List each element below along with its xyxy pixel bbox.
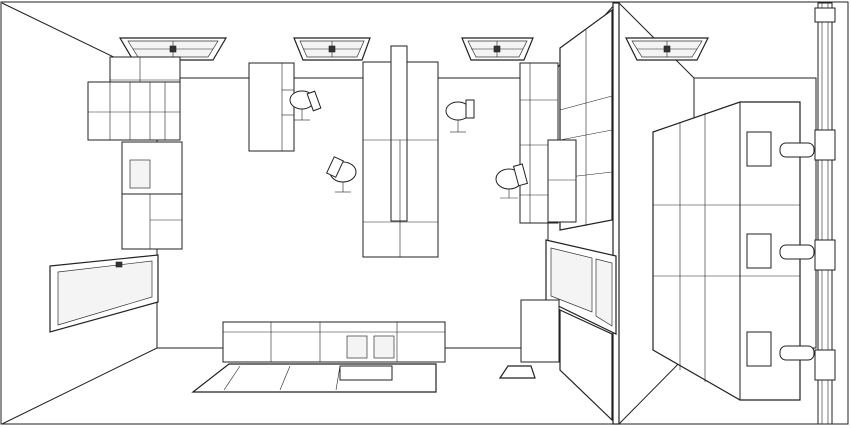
floor-drain — [498, 365, 536, 379]
equipment-rack — [652, 101, 815, 401]
chair-1 — [289, 90, 322, 121]
chair-3 — [445, 99, 475, 133]
chair-2 — [326, 156, 357, 193]
chair-4 — [495, 163, 529, 199]
back-wall — [156, 77, 549, 349]
right-room — [618, 2, 836, 425]
sink-1 — [346, 335, 368, 359]
ceiling-light-1 — [118, 37, 228, 61]
left-desk-body — [248, 62, 295, 152]
ceiling-light-2 — [293, 37, 371, 61]
right-wall-shelving — [547, 8, 613, 231]
chairs — [289, 90, 529, 199]
sink-bench-body — [222, 321, 446, 363]
island-reagent-shelf — [390, 45, 408, 222]
left-wall-cabinets — [87, 56, 183, 250]
floor-edge-left — [1, 347, 158, 425]
ceiling-light-4 — [625, 37, 709, 61]
base-cabinet-left — [121, 193, 183, 250]
divider-wall-section — [612, 2, 620, 425]
upper-shelving — [87, 81, 181, 141]
floor-grate — [191, 363, 437, 393]
right-wall-lower-cabinets — [520, 239, 617, 422]
sink-2 — [373, 335, 395, 359]
left-desk — [248, 62, 295, 152]
ceiling-lights — [118, 37, 709, 61]
center-island-bench — [362, 45, 439, 258]
ceiling-light-3 — [461, 37, 534, 61]
whiteboard — [49, 254, 159, 333]
divider-wall — [612, 2, 620, 425]
floor-mats — [191, 363, 536, 393]
vertical-duct — [817, 2, 833, 425]
back-wall-sink-bench — [222, 321, 446, 363]
